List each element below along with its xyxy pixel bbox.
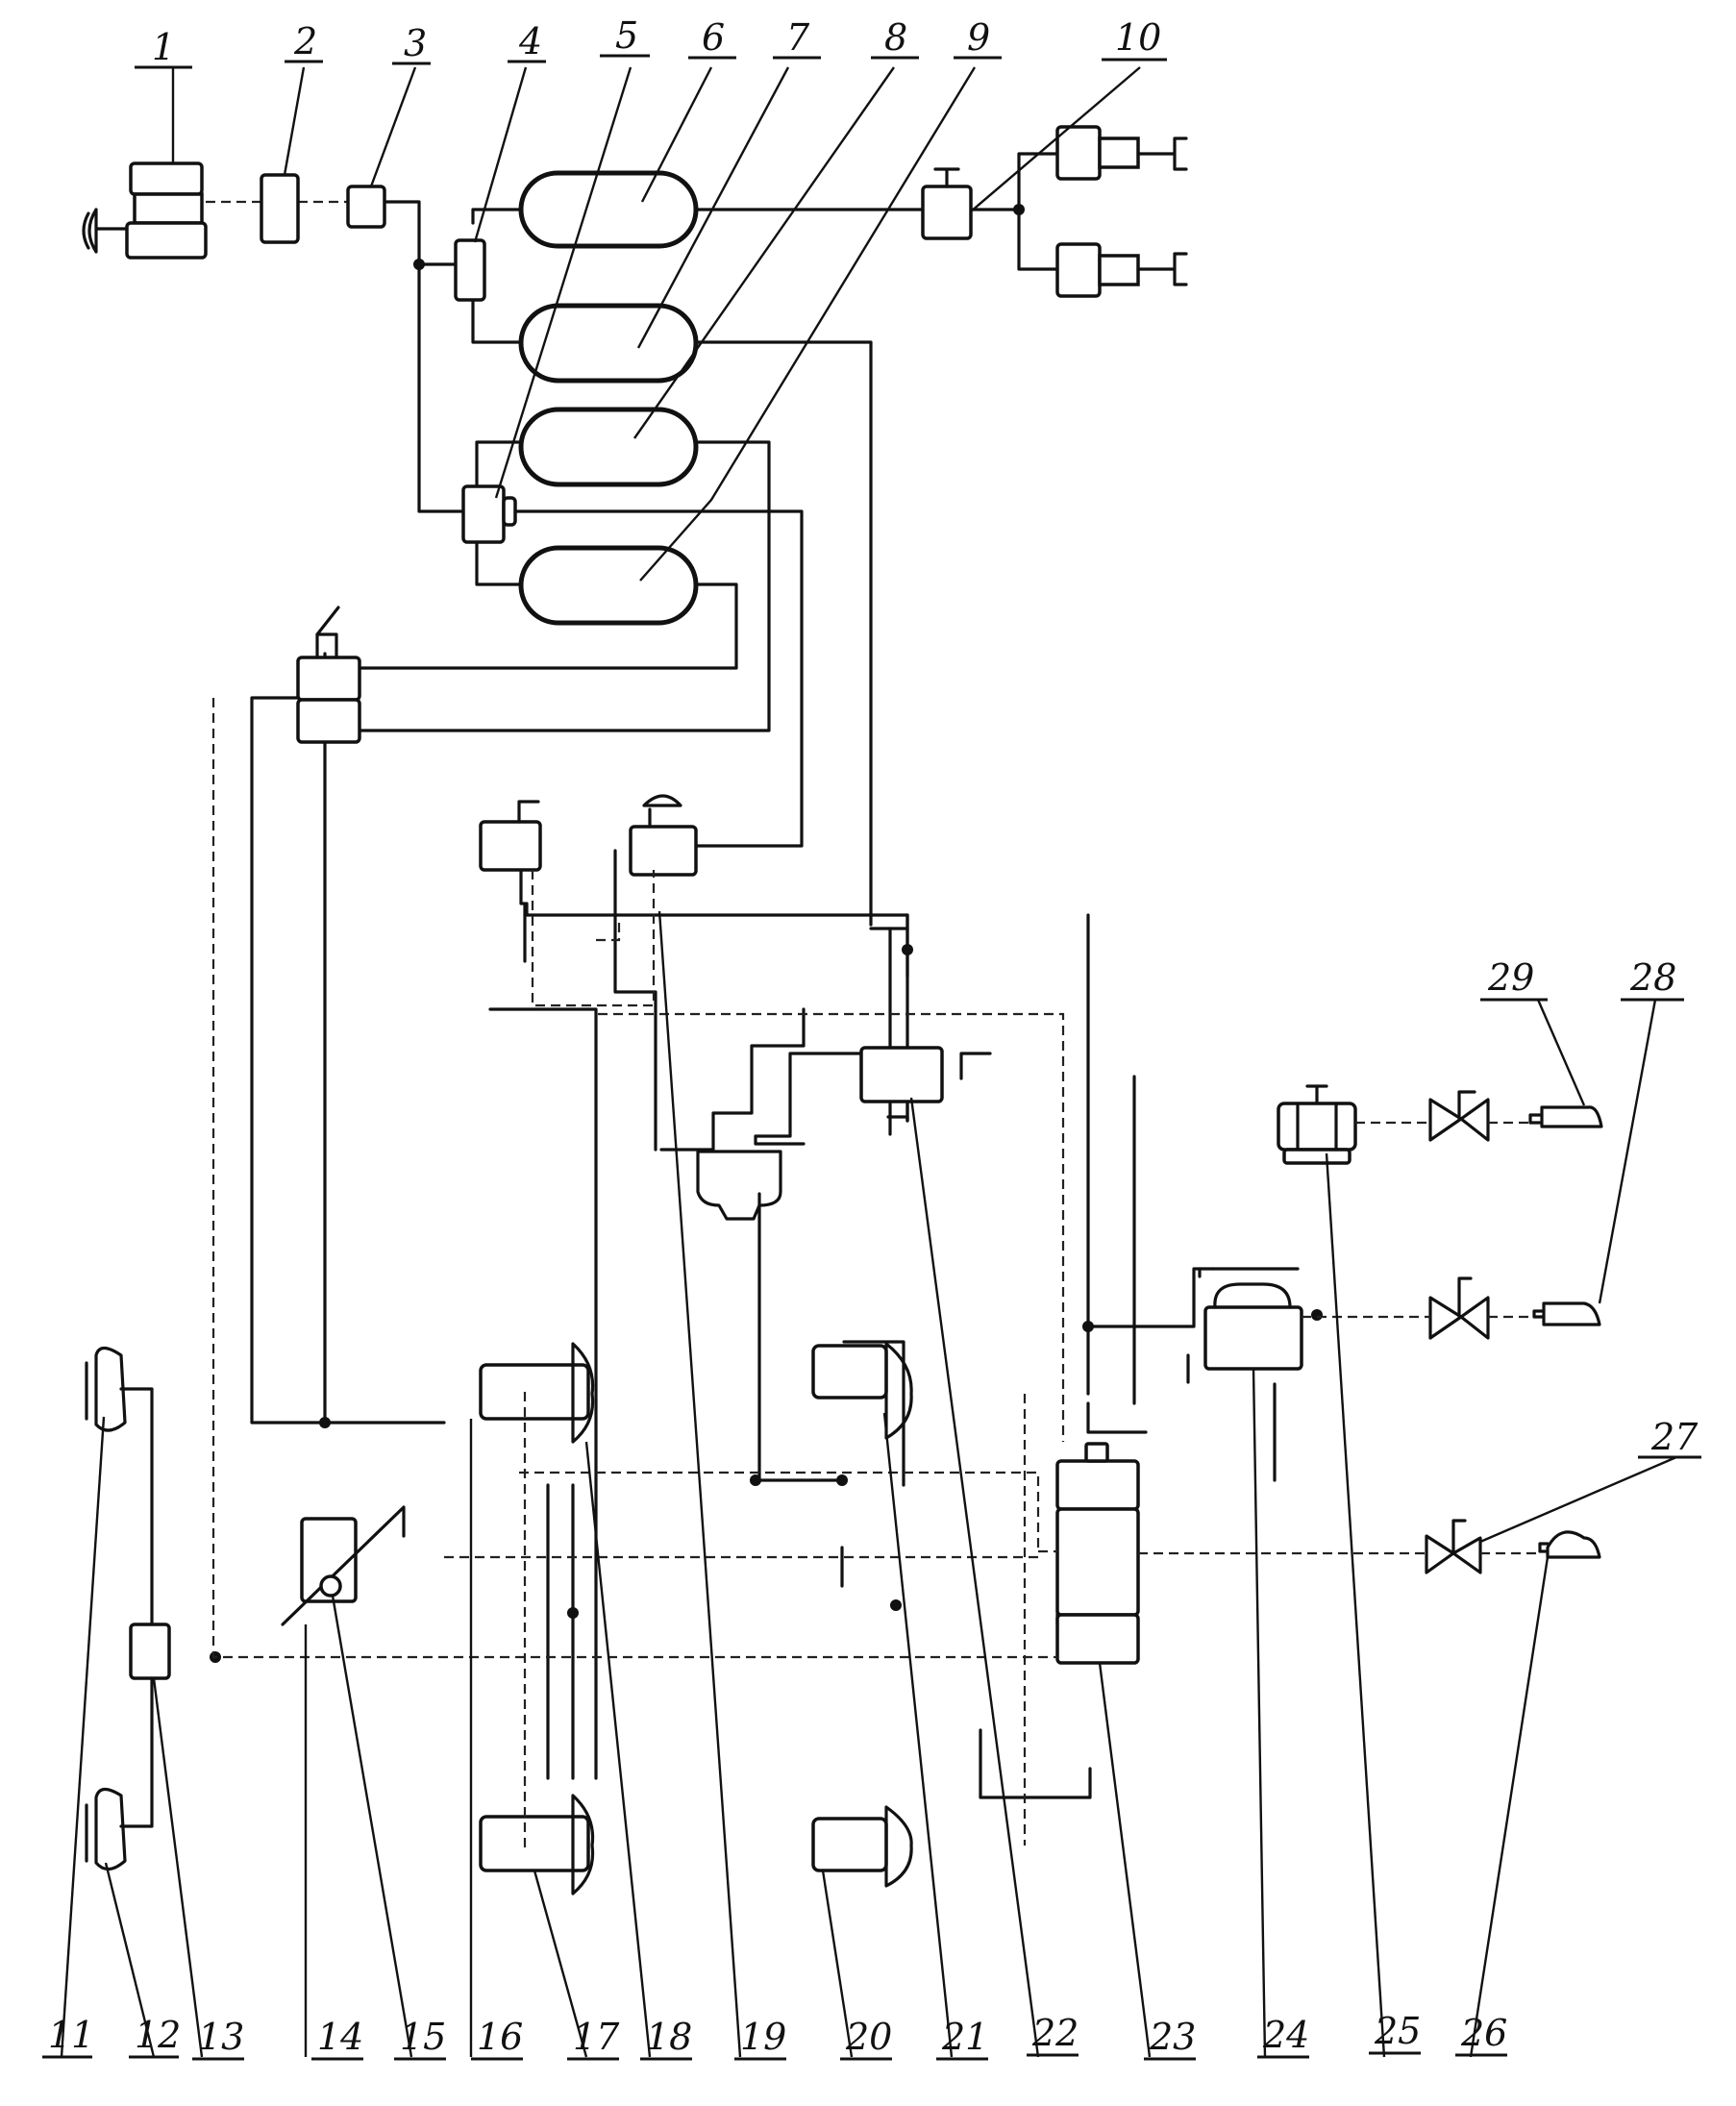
label-20: 20: [845, 2016, 892, 2058]
component-3: [346, 185, 386, 229]
tank-9: [518, 545, 699, 626]
label-18: 18: [646, 2016, 692, 2058]
label-19: 19: [740, 2016, 786, 2058]
label-15: 15: [400, 2016, 446, 2058]
label-3: 3: [404, 22, 427, 64]
component-10: [921, 185, 973, 240]
tank-7: [518, 303, 699, 384]
label-9: 9: [967, 16, 990, 59]
label-27: 27: [1650, 1416, 1699, 1458]
signal-lines: [211, 698, 1065, 1847]
label-8: 8: [884, 16, 907, 59]
label-5: 5: [615, 14, 638, 57]
component-4: [454, 238, 486, 302]
label-17: 17: [573, 2016, 620, 2058]
label-10: 10: [1115, 16, 1161, 59]
label-12: 12: [135, 2014, 181, 2056]
label-26: 26: [1460, 2012, 1507, 2054]
label-28: 28: [1629, 956, 1676, 999]
label-16: 16: [477, 2016, 523, 2058]
label-11: 11: [48, 2014, 94, 2056]
label-23: 23: [1149, 2016, 1196, 2058]
label-6: 6: [702, 16, 725, 59]
components: [85, 125, 1357, 1895]
label-13: 13: [198, 2016, 244, 2058]
junction-dots: [210, 204, 1323, 1663]
top-labels: 1 2 3 4 5 6 7 8 9 10: [135, 14, 1167, 69]
label-22: 22: [1031, 2012, 1079, 2054]
right-labels: 29 28 27: [1480, 956, 1701, 1459]
label-29: 29: [1487, 956, 1534, 999]
label-25: 25: [1374, 2010, 1421, 2052]
tank-8: [518, 407, 699, 487]
label-2: 2: [293, 20, 317, 62]
label-14: 14: [317, 2016, 363, 2058]
component-2: [260, 173, 300, 244]
tank-6: [518, 170, 699, 249]
label-24: 24: [1262, 2014, 1309, 2056]
compressor: [82, 161, 208, 260]
label-1: 1: [152, 26, 175, 68]
bottom-labels: 11 12 13 14 15 16 17 18 19 20 21 22 23 2…: [42, 2010, 1507, 2061]
leader-lines: [60, 66, 1677, 2058]
valves-and-couplings: [1138, 1090, 1603, 1574]
label-4: 4: [518, 20, 542, 62]
label-7: 7: [786, 16, 810, 59]
label-21: 21: [941, 2016, 988, 2058]
